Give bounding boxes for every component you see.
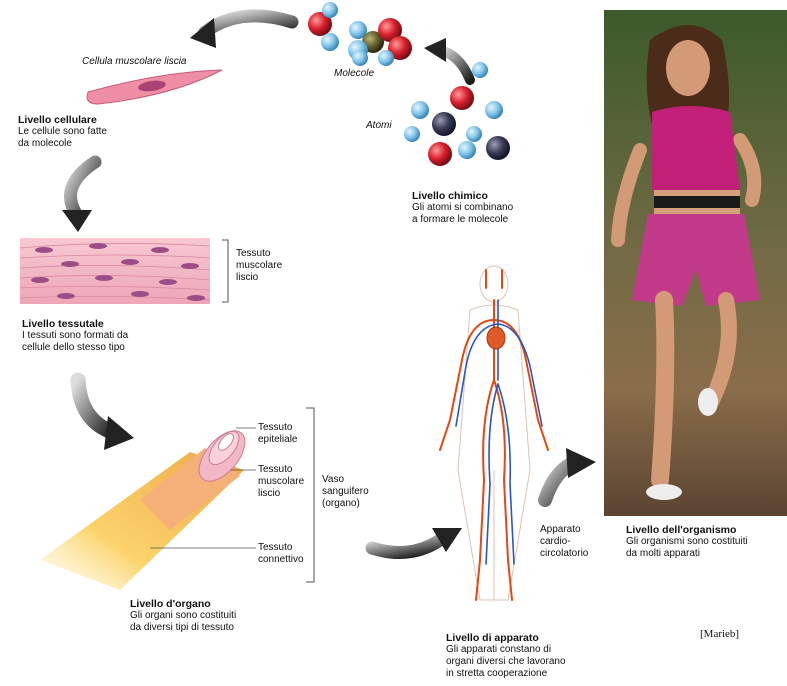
connective-label-line-1: Tessuto bbox=[258, 542, 304, 554]
circulatory-system-figure bbox=[440, 266, 548, 600]
arrow-cell-to-tissue bbox=[62, 162, 95, 232]
arrow-tissue-to-organ bbox=[78, 380, 134, 450]
organ-muscle-label-line-1: Tessuto bbox=[258, 464, 304, 476]
cellular-level-title: Livello cellulare bbox=[18, 114, 107, 126]
vessel-label-line-2: sanguifero bbox=[322, 486, 369, 498]
organ-level-block: Livello d'organo Gli organi sono costitu… bbox=[130, 598, 236, 634]
organism-level-block: Livello dell'organismo Gli organismi son… bbox=[626, 524, 748, 560]
runner-photo bbox=[604, 10, 787, 516]
organ-muscle-label-line-3: liscio bbox=[258, 488, 304, 500]
arrow-atoms-to-molecules bbox=[424, 38, 470, 80]
chemical-level-title: Livello chimico bbox=[412, 190, 513, 202]
organ-muscle-label-line-2: muscolare bbox=[258, 476, 304, 488]
tissue-level-title: Livello tessutale bbox=[22, 318, 128, 330]
organism-level-desc-1: Gli organismi sono costituiti bbox=[626, 536, 748, 548]
cellular-level-desc-2: da molecole bbox=[18, 138, 107, 150]
smooth-muscle-tissue-label: Tessuto muscolare liscio bbox=[236, 248, 282, 284]
connective-label-line-2: connettivo bbox=[258, 554, 304, 566]
system-level-desc-2: organi diversi che lavorano bbox=[446, 656, 566, 668]
arrow-organ-to-system bbox=[372, 528, 462, 553]
organism-level-desc-2: da molti apparati bbox=[626, 548, 748, 560]
system-level-title: Livello di apparato bbox=[446, 632, 566, 644]
organ-level-title: Livello d'organo bbox=[130, 598, 236, 610]
vessel-label-line-1: Vaso bbox=[322, 474, 369, 486]
tissue-label-line-1: Tessuto bbox=[236, 248, 282, 260]
system-level-desc-1: Gli apparati constano di bbox=[446, 644, 566, 656]
smooth-muscle-cell bbox=[87, 70, 222, 104]
system-label-line-2: cardio- bbox=[540, 536, 588, 548]
tissue-level-block: Livello tessutale I tessuti sono formati… bbox=[22, 318, 128, 354]
organ-level-desc-2: da diversi tipi di tessuto bbox=[130, 622, 236, 634]
tissue-level-desc-2: cellule dello stesso tipo bbox=[22, 342, 128, 354]
molecules-illustration bbox=[308, 2, 412, 66]
molecules-label: Molecole bbox=[334, 68, 374, 79]
tissue-level-desc-1: I tessuti sono formati da bbox=[22, 330, 128, 342]
vessel-label-line-3: (organo) bbox=[322, 498, 369, 510]
arrow-system-to-organism bbox=[545, 448, 596, 500]
cellular-level-desc-1: Le cellule sono fatte bbox=[18, 126, 107, 138]
atoms-label: Atomi bbox=[366, 120, 392, 131]
blood-vessel-label: Vaso sanguifero (organo) bbox=[322, 474, 369, 510]
system-label-line-1: Apparato bbox=[540, 524, 588, 536]
system-level-desc-3: in stretta cooperazione bbox=[446, 668, 566, 680]
chemical-level-desc-1: Gli atomi si combinano bbox=[412, 202, 513, 214]
epithelial-label-line-1: Tessuto bbox=[258, 422, 297, 434]
organ-muscle-tissue-label: Tessuto muscolare liscio bbox=[258, 464, 304, 500]
cellular-level-block: Livello cellulare Le cellule sono fatte … bbox=[18, 114, 107, 150]
connective-tissue-label: Tessuto connettivo bbox=[258, 542, 304, 566]
smooth-muscle-tissue bbox=[20, 238, 228, 304]
organ-level-desc-1: Gli organi sono costituiti bbox=[130, 610, 236, 622]
epithelial-label-line-2: epiteliale bbox=[258, 434, 297, 446]
system-label-line-3: circolatorio bbox=[540, 548, 588, 560]
credit-label: [Marieb] bbox=[700, 628, 739, 640]
arrow-molecules-to-cell bbox=[190, 16, 292, 48]
atoms-illustration bbox=[404, 62, 510, 166]
system-level-block: Livello di apparato Gli apparati constan… bbox=[446, 632, 566, 680]
circulatory-system-label: Apparato cardio- circolatorio bbox=[540, 524, 588, 560]
tissue-label-line-2: muscolare bbox=[236, 260, 282, 272]
smooth-muscle-cell-label: Cellula muscolare liscia bbox=[82, 56, 186, 67]
tissue-label-line-3: liscio bbox=[236, 272, 282, 284]
chemical-level-desc-2: a formare le molecole bbox=[412, 214, 513, 226]
chemical-level-block: Livello chimico Gli atomi si combinano a… bbox=[412, 190, 513, 226]
epithelial-tissue-label: Tessuto epiteliale bbox=[258, 422, 297, 446]
organism-level-title: Livello dell'organismo bbox=[626, 524, 748, 536]
